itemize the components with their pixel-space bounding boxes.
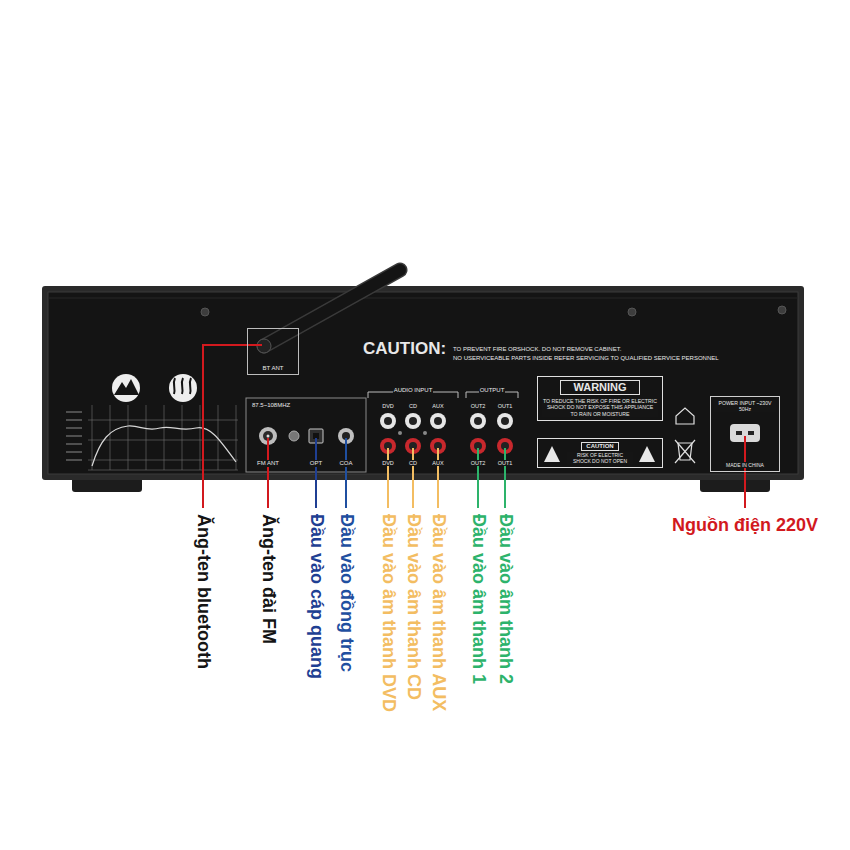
node-body: MADE IN CHINA	[725, 462, 765, 468]
port-name: DVD	[381, 403, 395, 409]
port-name: OUT2	[470, 403, 487, 409]
caution-note: TO PREVENT FIRE ORSHOCK. DO NOT REMOVE C…	[452, 346, 622, 353]
port-name: AUX	[431, 403, 444, 409]
callout-label: Đầu vào âm thanh CD	[403, 514, 423, 700]
node-heading: BT ANT	[262, 365, 285, 372]
callout-label: Ăng-ten bluetooth	[193, 514, 213, 669]
node-heading: CAUTION	[581, 442, 618, 451]
port-name: OPT	[309, 460, 323, 467]
port-name: CD	[408, 403, 418, 409]
port-name: FM ANT	[256, 460, 280, 467]
antenna-box: BT ANT	[247, 328, 299, 375]
port-name: OUT1	[497, 460, 514, 466]
port-name: AUX	[431, 460, 444, 466]
node-heading: POWER INPUT ~230V 50Hz	[714, 400, 776, 412]
callout-label: Nguồn điện 220V	[672, 516, 818, 536]
callout-label: Đầu vào âm thanh DVD	[378, 514, 398, 712]
group-name: AUDIO INPUT	[393, 387, 434, 394]
callout-label: Đầu vào cáp quang	[306, 514, 326, 679]
callout-label: Đầu vào đồng trục	[336, 514, 356, 672]
power-input-box: POWER INPUT ~230V 50HzMADE IN CHINA	[710, 396, 780, 472]
caution-heading: CAUTION:	[362, 340, 447, 359]
callout-label: Đầu vào âm thanh AUX	[428, 514, 448, 711]
callout-label: Đầu vào âm thanh 2	[495, 514, 515, 684]
node-body: TO REDUCE THE RISK OF FIRE OR ELECTRIC S…	[542, 398, 658, 417]
node-body: RISK OF ELECTRIC SHOCK DO NOT OPEN	[567, 452, 633, 464]
caution-box: CAUTIONRISK OF ELECTRIC SHOCK DO NOT OPE…	[537, 438, 663, 468]
caution-note: NO USERVICEABLE PARTS INSIDE REFER SERVI…	[452, 355, 720, 362]
group-name: OUTPUT	[479, 387, 506, 394]
port-name: DVD	[381, 460, 395, 466]
port-name: CD	[408, 460, 418, 466]
node-heading: WARNING	[560, 380, 639, 395]
callout-label: Ăng-ten đài FM	[258, 514, 278, 644]
port-name: OUT1	[497, 403, 514, 409]
warning-box: WARNING TO REDUCE THE RISK OF FIRE OR ELE…	[537, 376, 663, 421]
callout-label: Đầu vào âm thanh 1	[468, 514, 488, 684]
port-name: COA	[338, 460, 353, 467]
port-name: OUT2	[470, 460, 487, 466]
frequency-range: 87.5~108MHZ	[251, 402, 291, 409]
